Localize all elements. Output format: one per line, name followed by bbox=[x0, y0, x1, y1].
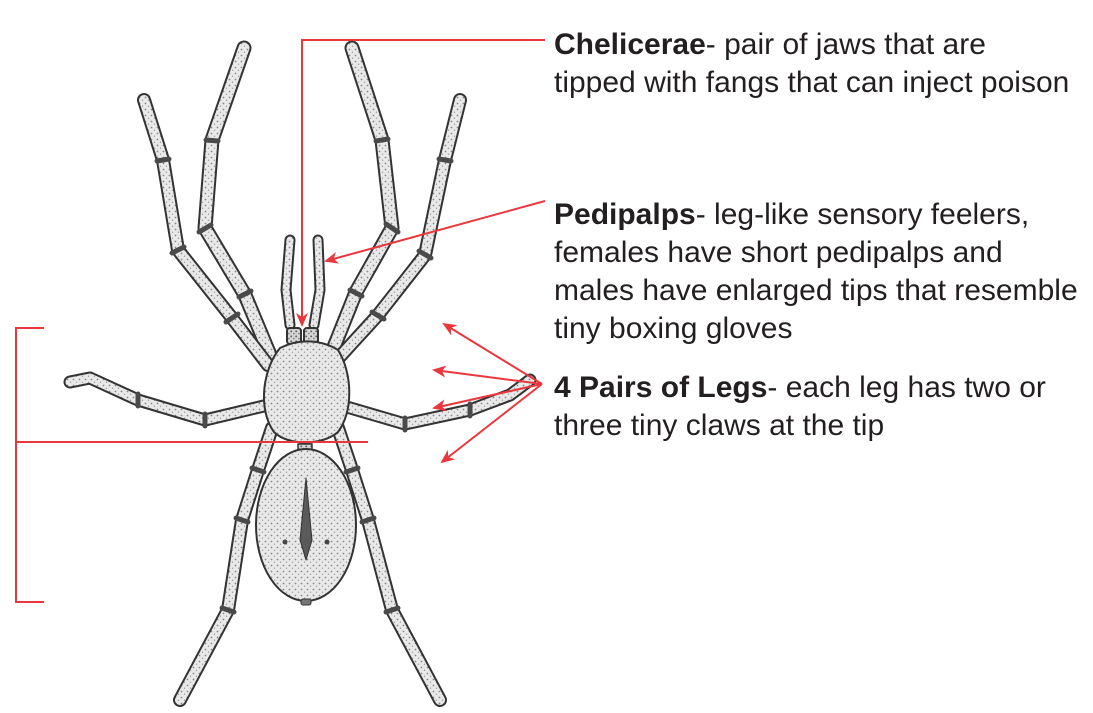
pedipalps-term: Pedipalps bbox=[554, 198, 696, 231]
left-legs bbox=[70, 48, 272, 700]
spinnerets bbox=[301, 599, 311, 605]
abdomen-spot bbox=[283, 540, 288, 545]
chelicerae-label: Chelicerae- pair of jaws that are tipped… bbox=[554, 26, 1074, 102]
body-bracket bbox=[16, 328, 44, 602]
pedipalps-label: Pedipalps- leg-like sensory feelers, fem… bbox=[554, 196, 1084, 348]
chelicerae-callout-line bbox=[302, 40, 545, 325]
legs-label: 4 Pairs of Legs- each leg has two or thr… bbox=[554, 369, 1084, 445]
legs-callout-line bbox=[444, 324, 542, 384]
abdomen-spot bbox=[325, 540, 330, 545]
cephalothorax bbox=[264, 341, 349, 442]
legs-term: 4 Pairs of Legs bbox=[554, 371, 767, 404]
right-legs bbox=[332, 48, 530, 700]
chelicerae-term: Chelicerae bbox=[554, 28, 706, 61]
